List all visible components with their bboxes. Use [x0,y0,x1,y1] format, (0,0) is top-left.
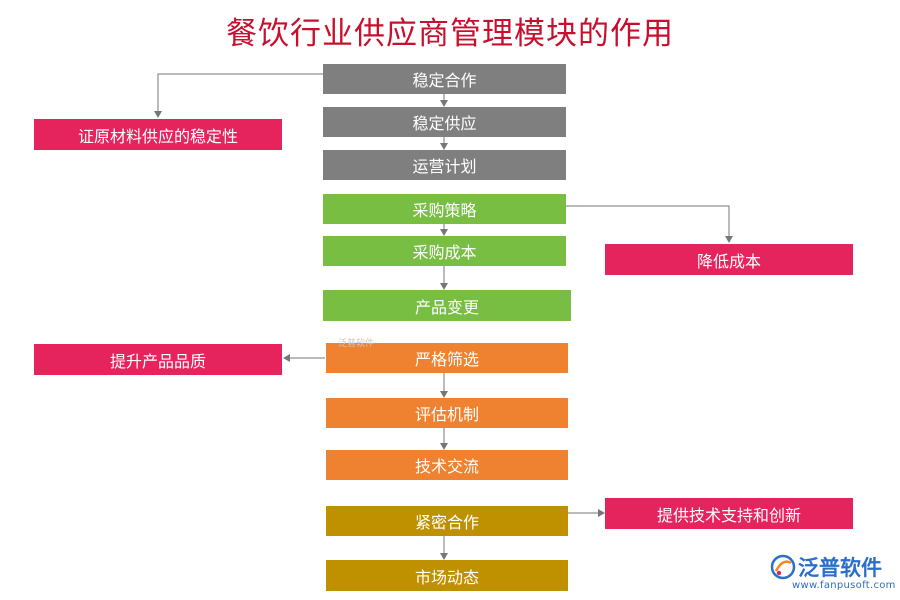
step-label: 技术交流 [414,457,479,476]
step-label: 运营计划 [412,157,477,176]
outcome-quality-improvement: 提升产品品质 [34,344,282,375]
step-label: 评估机制 [414,405,479,424]
step-label: 严格筛选 [414,350,479,369]
fanpu-logo-icon [770,554,796,580]
step-label: 产品变更 [414,297,479,317]
link-stable-cooperation-to-supply-stability [154,73,323,118]
step-tech-exchange: 技术交流 [326,450,568,480]
step-stable-cooperation: 稳定合作 [323,64,566,94]
step-label: 市场动态 [414,567,479,587]
step-label: 采购策略 [412,201,477,220]
link-purchase-strategy-to-cost-reduction [566,205,733,243]
logo-url: www.fanpusoft.com [792,580,896,591]
outcome-label: 降低成本 [696,251,761,271]
brand-logo: 泛普软件 www.fanpusoft.com [768,552,896,598]
logo-name: 泛普软件 [798,556,882,580]
outcome-cost-reduction: 降低成本 [605,244,853,275]
step-product-change: 产品变更 [323,290,571,321]
watermark-text: 泛普软件 [338,339,375,349]
step-market-dynamics: 市场动态 [326,560,568,591]
outcome-label: 提供技术支持和创新 [656,505,801,525]
step-operation-plan: 运营计划 [323,150,566,180]
diagram-title: 餐饮行业供应商管理模块的作用 [226,16,674,52]
step-purchase-cost: 采购成本 [323,236,566,266]
step-stable-supply: 稳定供应 [323,107,566,137]
outcome-supply-stability: 证原材料供应的稳定性 [34,119,282,150]
step-evaluation-mechanism: 评估机制 [326,398,568,428]
step-strict-screening: 严格筛选 [326,343,568,373]
step-purchase-strategy: 采购策略 [323,194,566,224]
step-close-cooperation: 紧密合作 [326,506,568,536]
step-label: 采购成本 [412,243,477,262]
outcome-label: 证原材料供应的稳定性 [77,126,238,146]
step-label: 稳定供应 [412,114,477,133]
step-label: 稳定合作 [412,71,477,90]
step-label: 紧密合作 [414,513,479,532]
outcome-tech-support-innovation: 提供技术支持和创新 [605,498,853,529]
outcome-label: 提升产品品质 [109,351,206,371]
